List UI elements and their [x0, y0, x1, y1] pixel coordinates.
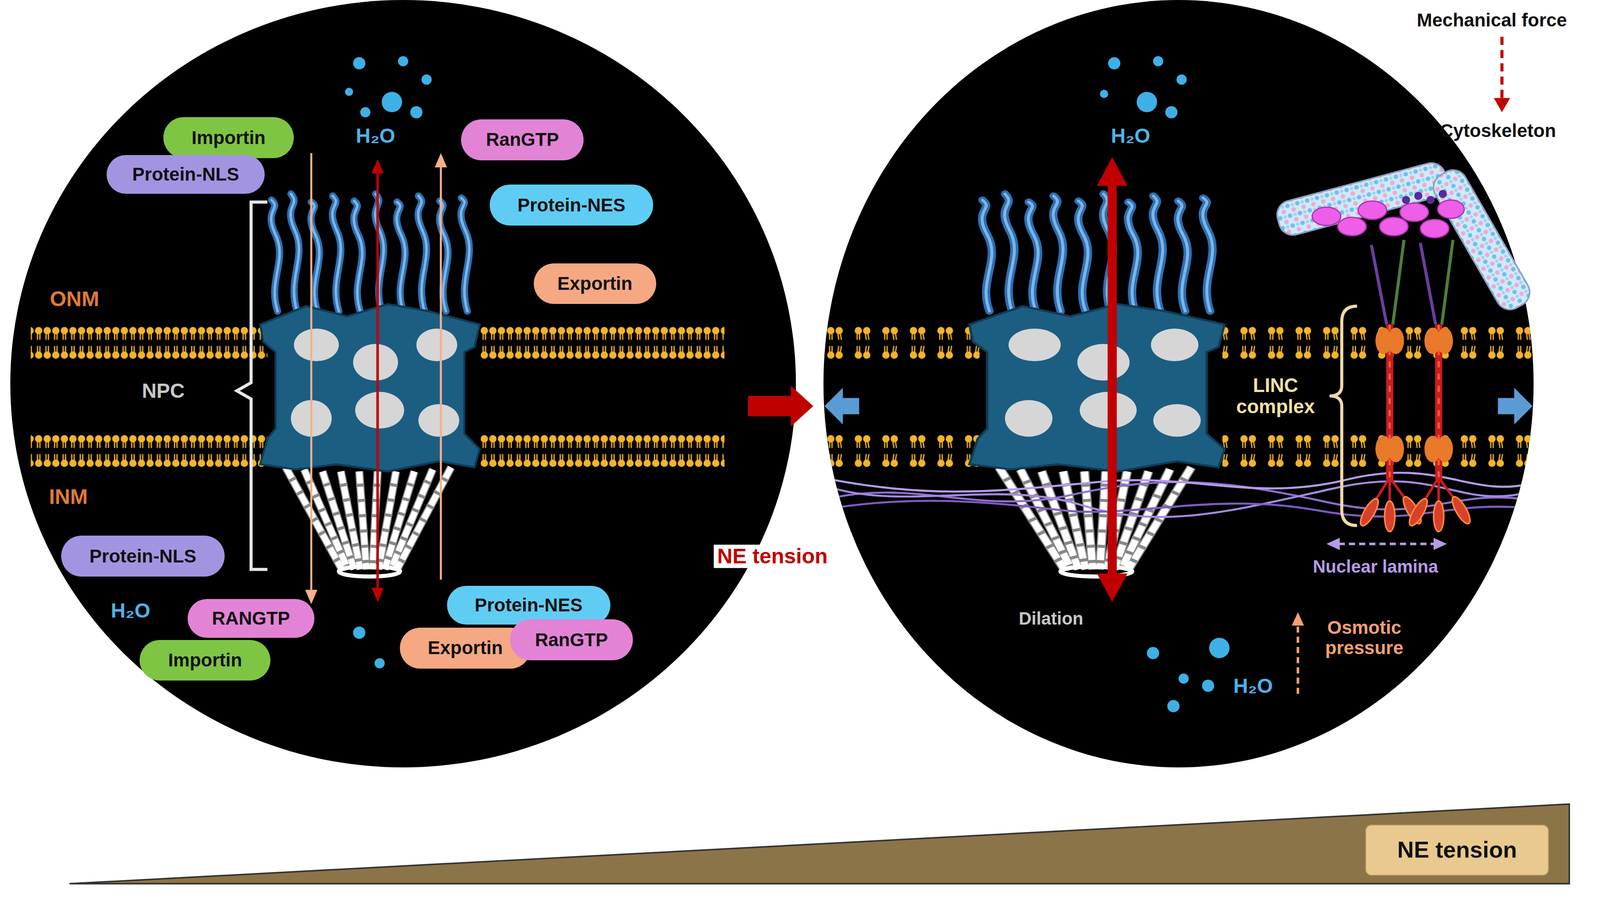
- cargo-pill: Protein-NLS: [61, 535, 225, 577]
- left-circle: [10, 0, 796, 768]
- onm-bilayer: [30, 326, 268, 359]
- importin-pill: Importin: [139, 639, 271, 681]
- structure-label: LINC complex: [1229, 374, 1322, 418]
- npc-bracket: [236, 202, 268, 570]
- inm-bilayer: [816, 434, 980, 468]
- rangtp-pill: RanGTP: [509, 619, 633, 661]
- node-text: Protein-NES: [517, 194, 626, 216]
- node-text: Importin: [191, 127, 266, 149]
- importin-pill: Importin: [163, 117, 295, 159]
- cargo-pill: Protein-NES: [489, 184, 654, 226]
- transport-arrows: [305, 153, 448, 605]
- onm-bilayer: [479, 326, 725, 359]
- water-label: H₂O: [355, 124, 396, 148]
- right-circle: [823, 0, 1534, 768]
- node-text: Exportin: [557, 273, 633, 295]
- scale-box: NE tension: [1365, 824, 1549, 876]
- force-label: Osmotic pressure: [1313, 617, 1416, 658]
- structure-label: Cytoskeleton: [1439, 120, 1556, 141]
- tension-label: NE tension: [713, 544, 832, 568]
- inm-bilayer: [1222, 434, 1541, 468]
- exportin-pill: Exportin: [533, 263, 657, 305]
- structure-label: NPC: [141, 379, 185, 403]
- nuclear-pore-complex: [260, 193, 480, 577]
- inm-bilayer: [30, 434, 268, 468]
- node-text: RANGTP: [211, 607, 290, 629]
- force-label: Mechanical force: [1416, 10, 1567, 31]
- rangtp-pill: RANGTP: [187, 598, 315, 638]
- water-label: H₂O: [110, 598, 151, 622]
- node-text: NE tension: [1397, 836, 1518, 864]
- inm-bilayer: [479, 434, 725, 468]
- node-text: Exportin: [427, 637, 503, 659]
- cytoskeleton: [1274, 159, 1535, 315]
- onm-bilayer: [816, 326, 980, 359]
- cargo-pill: Protein-NES: [447, 585, 611, 625]
- dilated-pore: [969, 193, 1225, 577]
- membrane-label: INM: [48, 485, 88, 509]
- force-arrows: [824, 36, 1533, 694]
- rangtp-pill: RanGTP: [461, 119, 584, 161]
- membrane-label: ONM: [49, 287, 100, 311]
- tension-wedge: [69, 804, 1570, 884]
- water-droplets: [344, 55, 1230, 713]
- cargo-pill: Protein-NLS: [106, 155, 265, 194]
- node-text: Protein-NLS: [89, 545, 197, 567]
- node-text: Protein-NLS: [132, 163, 240, 185]
- state-label: Dilation: [1018, 608, 1084, 629]
- water-label: H₂O: [1233, 674, 1273, 698]
- structure-label: Nuclear lamina: [1312, 556, 1439, 577]
- linc-bracket: [1329, 306, 1358, 526]
- node-text: Importin: [168, 649, 243, 671]
- node-text: RanGTP: [535, 629, 609, 651]
- node-text: RanGTP: [485, 129, 559, 151]
- linc-complex: [1357, 239, 1474, 532]
- transition-arrow: [747, 385, 813, 427]
- onm-bilayer: [1222, 326, 1541, 359]
- node-text: Protein-NES: [474, 594, 583, 616]
- water-label: H₂O: [1110, 124, 1150, 148]
